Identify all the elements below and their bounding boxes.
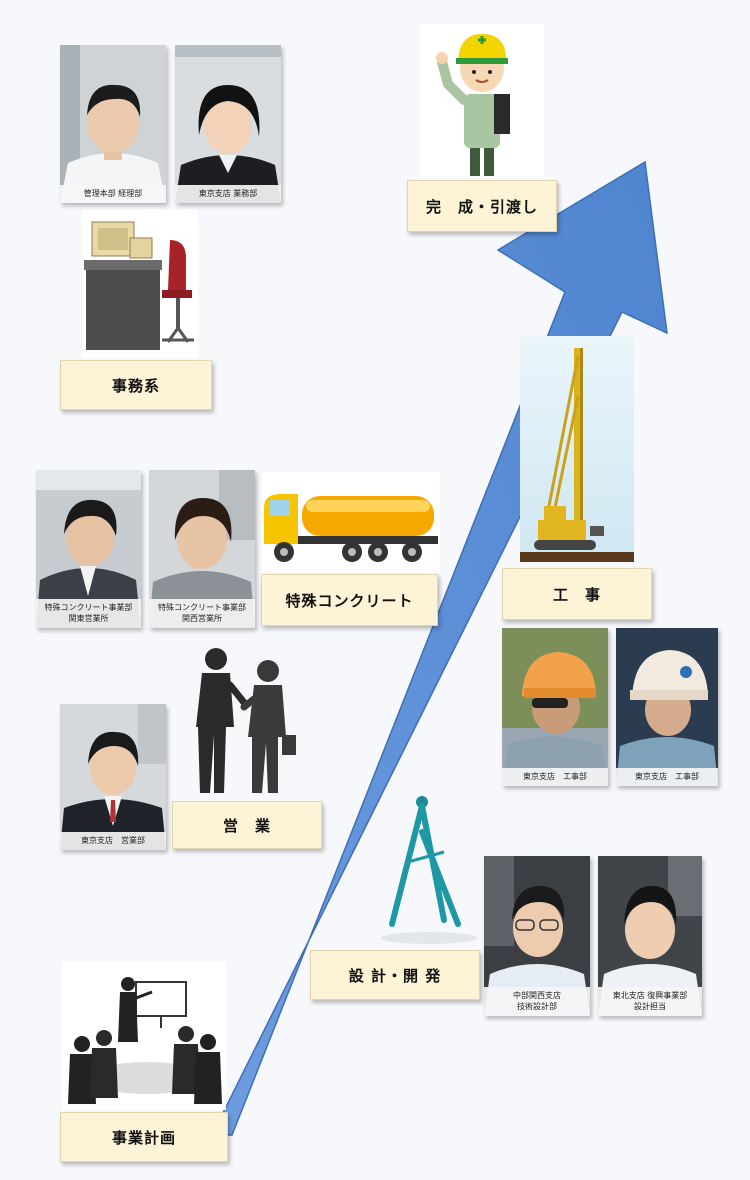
label-completion: 完 成・引渡し bbox=[407, 180, 557, 232]
handshake-silhouette-icon bbox=[196, 648, 296, 793]
photo-tokyo-business: 東京支店 業務部 bbox=[175, 45, 281, 203]
caption-special-kanto: 特殊コンクリート事業部 関東営業所 bbox=[36, 599, 141, 628]
label-special-concrete: 特殊コンクリート bbox=[261, 574, 438, 626]
label-business-plan: 事業計画 bbox=[60, 1112, 228, 1162]
photo-tokyo-construction-1: 東京支店 工事部 bbox=[502, 628, 608, 786]
worker-illustration bbox=[420, 24, 544, 178]
label-design: 設 計・開 発 bbox=[310, 950, 480, 1000]
meeting-illustration bbox=[62, 962, 226, 1110]
caption-tokyo-sales: 東京支店 営業部 bbox=[60, 832, 166, 850]
photo-chubu-design: 中部関西支店 技術設計部 bbox=[484, 856, 590, 1016]
caption-special-kansai: 特殊コンクリート事業部 関西営業所 bbox=[149, 599, 255, 628]
office-desk-illustration bbox=[82, 210, 198, 358]
caption-special-kanto-line2: 関東営業所 bbox=[68, 614, 109, 623]
pile-driver-illustration bbox=[520, 336, 634, 562]
label-construction: 工 事 bbox=[502, 568, 652, 620]
pile-driver-rig-icon bbox=[520, 348, 634, 562]
concrete-truck-icon bbox=[264, 494, 438, 562]
concrete-truck-illustration bbox=[262, 472, 440, 572]
caption-tokyo-construction-1: 東京支店 工事部 bbox=[502, 768, 608, 786]
caption-tohoku-design-line1: 東北支店 復興事業部 bbox=[612, 991, 688, 1000]
photo-tokyo-sales: 東京支店 営業部 bbox=[60, 704, 166, 850]
caption-tokyo-business: 東京支店 業務部 bbox=[175, 185, 281, 203]
caption-chubu-design: 中部関西支店 技術設計部 bbox=[484, 987, 590, 1016]
handshake-illustration bbox=[182, 645, 302, 795]
caption-tohoku-design-line2: 設計担当 bbox=[634, 1002, 666, 1011]
photo-tokyo-construction-2: 東京支店 工事部 bbox=[616, 628, 718, 786]
photo-special-kansai: 特殊コンクリート事業部 関西営業所 bbox=[149, 470, 255, 628]
photo-admin-accounting: 管理本部 経理部 bbox=[60, 45, 166, 203]
office-desk-icon bbox=[84, 221, 194, 350]
caption-tokyo-construction-2: 東京支店 工事部 bbox=[616, 768, 718, 786]
drafting-compass-icon bbox=[381, 796, 477, 944]
caption-chubu-design-line2: 技術設計部 bbox=[517, 1002, 557, 1011]
caption-special-kansai-line2: 関西営業所 bbox=[182, 614, 222, 623]
label-sales: 営 業 bbox=[172, 801, 322, 849]
caption-tohoku-design: 東北支店 復興事業部 設計担当 bbox=[598, 987, 702, 1016]
construction-worker-icon bbox=[436, 34, 510, 176]
caption-special-kanto-line1: 特殊コンクリート事業部 bbox=[44, 603, 133, 612]
caption-chubu-design-line1: 中部関西支店 bbox=[513, 991, 561, 1000]
caption-admin-accounting: 管理本部 経理部 bbox=[60, 185, 166, 203]
caption-special-kansai-line1: 特殊コンクリート事業部 bbox=[158, 603, 246, 612]
meeting-silhouette-icon bbox=[68, 977, 222, 1104]
label-office: 事務系 bbox=[60, 360, 212, 410]
photo-tohoku-design: 東北支店 復興事業部 設計担当 bbox=[598, 856, 702, 1016]
compass-illustration bbox=[378, 792, 480, 948]
photo-special-kanto: 特殊コンクリート事業部 関東営業所 bbox=[36, 470, 141, 628]
